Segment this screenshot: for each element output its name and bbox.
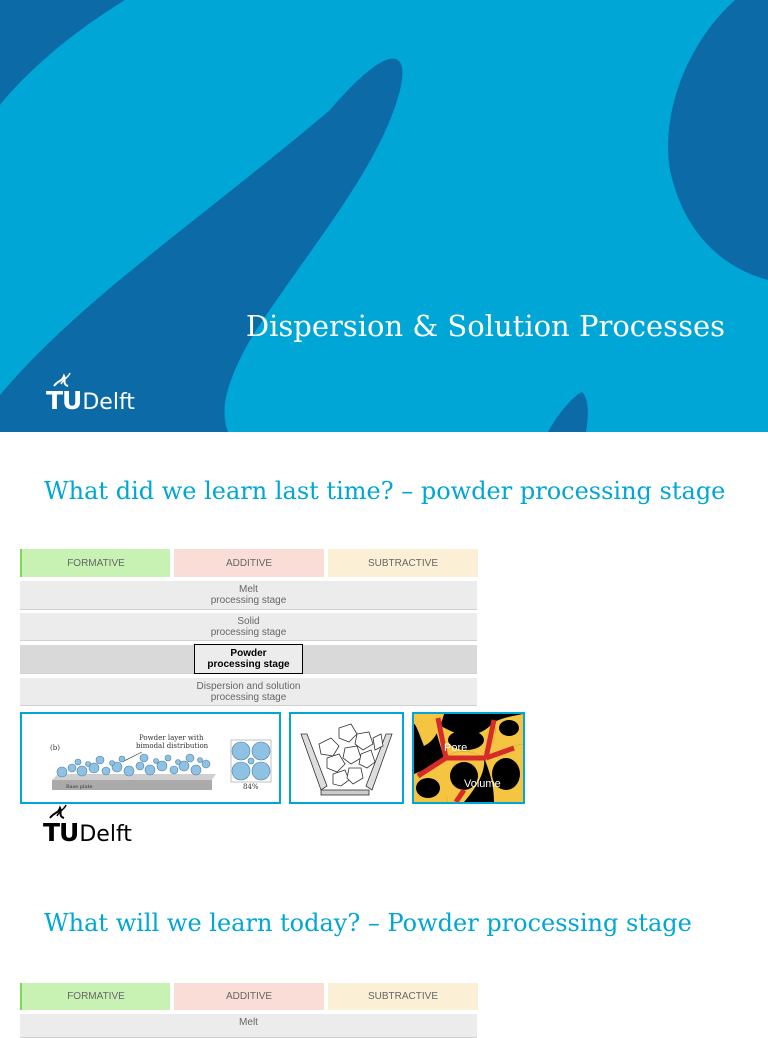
flame-icon (53, 372, 71, 387)
pore-label: Pore (444, 742, 468, 754)
stage-solid-line1: Solid (237, 615, 260, 627)
stage-melt-line2: processing stage (210, 595, 287, 606)
flame-icon (49, 804, 67, 819)
category-formative: FORMATIVE (20, 983, 170, 1010)
slide3-heading: What will we learn today? – Powder proce… (44, 909, 692, 937)
powder-layer-figure: (b) Powder layer with bimodal distributi… (20, 712, 281, 804)
decorative-background-shapes (0, 0, 768, 432)
slide-title: Dispersion & Solution Processes (245, 309, 725, 343)
figure-panel-label: (b) (50, 744, 60, 752)
category-additive: ADDITIVE (174, 983, 324, 1010)
stage-melt-line1: Melt (239, 1017, 258, 1028)
category-subtractive: SUBTRACTIVE (328, 549, 478, 577)
processing-stage-list-slide3: Melt (20, 1014, 477, 1038)
stage-solid-line2: processing stage (210, 626, 287, 638)
stage-dispersion-line2: processing stage (210, 691, 287, 703)
category-row-slide3: FORMATIVE ADDITIVE SUBTRACTIVE (20, 983, 478, 1010)
stage-powder-line1: Powder (230, 648, 267, 659)
grain-hopper-illustration (300, 723, 393, 796)
category-subtractive: SUBTRACTIVE (328, 983, 478, 1010)
tu-delft-logo-small: TU Delft (43, 804, 132, 847)
stage-powder-line2: processing stage (207, 659, 290, 670)
stage-dispersion-line1: Dispersion and solution (196, 680, 301, 692)
logo-tu-text: TU (46, 386, 82, 415)
volume-label: Volume (464, 778, 501, 790)
stage-melt-line1: Melt (239, 584, 258, 595)
tu-delft-logo: TU Delft (46, 372, 135, 415)
category-row: FORMATIVE ADDITIVE SUBTRACTIVE (20, 549, 478, 577)
stage-melt: Melt (20, 1014, 477, 1038)
grain-hopper-figure (289, 712, 404, 804)
pore-network-illustration (414, 714, 523, 802)
logo-delft-text: Delft (79, 822, 132, 847)
powder-particles-illustration (52, 739, 272, 790)
figure-caption-line2: bimodal distribution (136, 742, 209, 750)
pore-volume-figure: Pore Volume (412, 712, 525, 804)
logo-tu-text: TU (43, 818, 79, 847)
title-slide: Dispersion & Solution Processes TU Delft (0, 0, 768, 432)
category-formative: FORMATIVE (20, 549, 170, 577)
logo-delft-text: Delft (82, 390, 135, 415)
figure-caption-line1: Powder layer with (139, 734, 204, 742)
base-plate-label: Base plate (66, 784, 93, 790)
slide2-heading: What did we learn last time? – powder pr… (44, 477, 726, 505)
packing-percent: 84% (243, 783, 259, 791)
category-additive: ADDITIVE (174, 549, 324, 577)
